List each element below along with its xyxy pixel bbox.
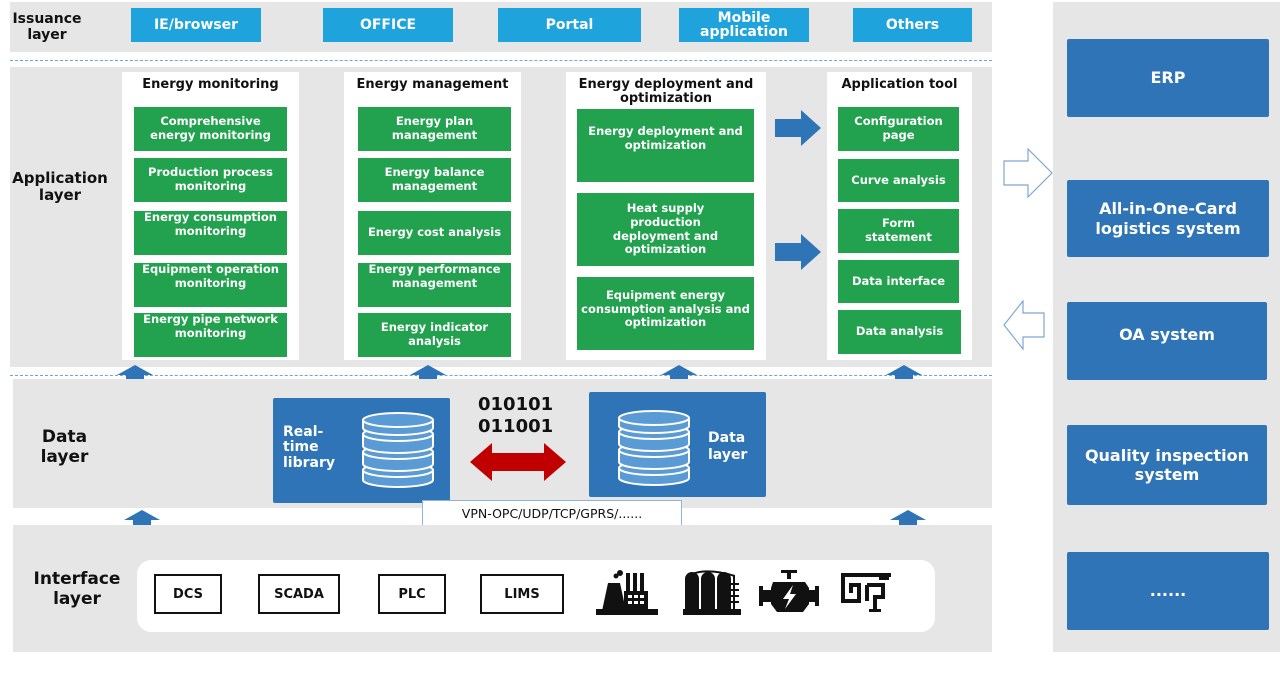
realtime-library-box[interactable]: Real- time library <box>273 398 450 503</box>
interface-layer-label-text: Interface layer <box>33 569 121 609</box>
binary-line: 010101 <box>478 394 554 415</box>
module-energy-consumption-monitoring[interactable]: Energy consumption monitoring <box>134 211 287 255</box>
incoming-arrow-icon <box>1003 300 1045 350</box>
interface-plc[interactable]: PLC <box>378 574 446 614</box>
module-energy-performance-management[interactable]: Energy performance management <box>358 263 511 307</box>
panel-title: Energy management <box>356 77 509 92</box>
factory-icon <box>596 570 658 615</box>
database-icon <box>362 412 434 488</box>
right-arrow-icon <box>775 234 821 270</box>
divider-line <box>10 60 992 61</box>
data-store-box[interactable]: Data layer <box>589 392 766 497</box>
issuance-ie-browser[interactable]: IE/browser <box>131 8 261 42</box>
issuance-others[interactable]: Others <box>853 8 972 42</box>
bidirectional-arrow-icon <box>470 443 566 481</box>
data-layer-band <box>13 379 992 508</box>
protocol-label: VPN-OPC/UDP/TCP/GPRS/...... <box>422 500 682 527</box>
module-energy-balance-management[interactable]: Energy balance management <box>358 158 511 202</box>
binary-data-label: 010101 011001 <box>478 394 553 437</box>
panel-title: Application tool <box>841 77 958 92</box>
module-production-process-monitoring[interactable]: Production process monitoring <box>134 158 287 202</box>
issuance-layer-label-text: Issuance layer <box>12 11 82 44</box>
realtime-line: library <box>283 454 336 471</box>
panel-title: Energy monitoring <box>142 77 279 92</box>
module-energy-indicator-analysis[interactable]: Energy indicator analysis <box>358 313 511 357</box>
panel-energy-management: Energy management Energy plan management… <box>344 72 521 360</box>
issuance-layer-label: Issuance layer <box>12 11 82 43</box>
interface-scada[interactable]: SCADA <box>258 574 340 614</box>
database-icon <box>618 410 690 486</box>
tool-form-statement[interactable]: Form statement <box>838 209 959 253</box>
realtime-library-label: Real- time library <box>283 424 336 471</box>
binary-line: 011001 <box>478 415 554 437</box>
module-equipment-energy-consumption-analysis[interactable]: Equipment energy consumption analysis an… <box>577 277 754 350</box>
tool-data-analysis[interactable]: Data analysis <box>838 310 961 354</box>
application-layer-label-text: Application layer <box>12 169 108 205</box>
pipeline-icon <box>841 573 891 612</box>
issuance-office[interactable]: OFFICE <box>323 8 453 42</box>
module-energy-cost-analysis[interactable]: Energy cost analysis <box>358 211 511 255</box>
interface-lims[interactable]: LIMS <box>480 574 564 614</box>
module-energy-plan-management[interactable]: Energy plan management <box>358 107 511 151</box>
panel-energy-deployment: Energy deployment and optimization Energ… <box>566 72 766 360</box>
interface-dcs[interactable]: DCS <box>154 574 222 614</box>
tool-data-interface[interactable]: Data interface <box>838 260 959 303</box>
external-all-in-one-card[interactable]: All-in-One-Card logistics system <box>1067 180 1269 257</box>
external-quality-inspection[interactable]: Quality inspection system <box>1067 425 1267 505</box>
module-energy-deployment-optimization[interactable]: Energy deployment and optimization <box>577 109 754 182</box>
tool-configuration-page[interactable]: Configuration page <box>838 107 959 151</box>
application-layer-label: Application layer <box>10 169 110 205</box>
data-store-label: Data layer <box>708 430 747 464</box>
issuance-mobile-application[interactable]: Mobile application <box>679 8 809 42</box>
interface-layer-label: Interface layer <box>22 569 132 609</box>
storage-tanks-icon <box>683 570 741 615</box>
right-arrow-icon <box>775 110 821 146</box>
realtime-line: time <box>283 439 319 456</box>
module-heat-supply-production-deployment[interactable]: Heat supply production deployment and op… <box>577 193 754 266</box>
module-energy-pipe-network-monitoring[interactable]: Energy pipe network monitoring <box>134 313 287 357</box>
external-more[interactable]: ...... <box>1067 552 1269 630</box>
tool-curve-analysis[interactable]: Curve analysis <box>838 159 959 202</box>
data-layer-label: Data layer <box>22 427 107 467</box>
realtime-line: Real- <box>283 424 324 440</box>
module-equipment-operation-monitoring[interactable]: Equipment operation monitoring <box>134 263 287 307</box>
panel-application-tool: Application tool Configuration page Curv… <box>827 72 972 360</box>
engine-icon <box>759 570 819 612</box>
external-erp[interactable]: ERP <box>1067 39 1269 117</box>
outgoing-arrow-icon <box>1003 148 1053 198</box>
panel-energy-monitoring: Energy monitoring Comprehensive energy m… <box>122 72 299 360</box>
module-comprehensive-energy-monitoring[interactable]: Comprehensive energy monitoring <box>134 107 287 151</box>
data-store-line: layer <box>708 446 748 463</box>
divider-line <box>10 375 992 376</box>
data-layer-label-text: Data layer <box>40 427 89 467</box>
external-oa-system[interactable]: OA system <box>1067 302 1267 380</box>
issuance-portal[interactable]: Portal <box>498 8 641 42</box>
data-store-line: Data <box>708 430 746 446</box>
panel-title: Energy deployment and optimization <box>578 78 754 106</box>
